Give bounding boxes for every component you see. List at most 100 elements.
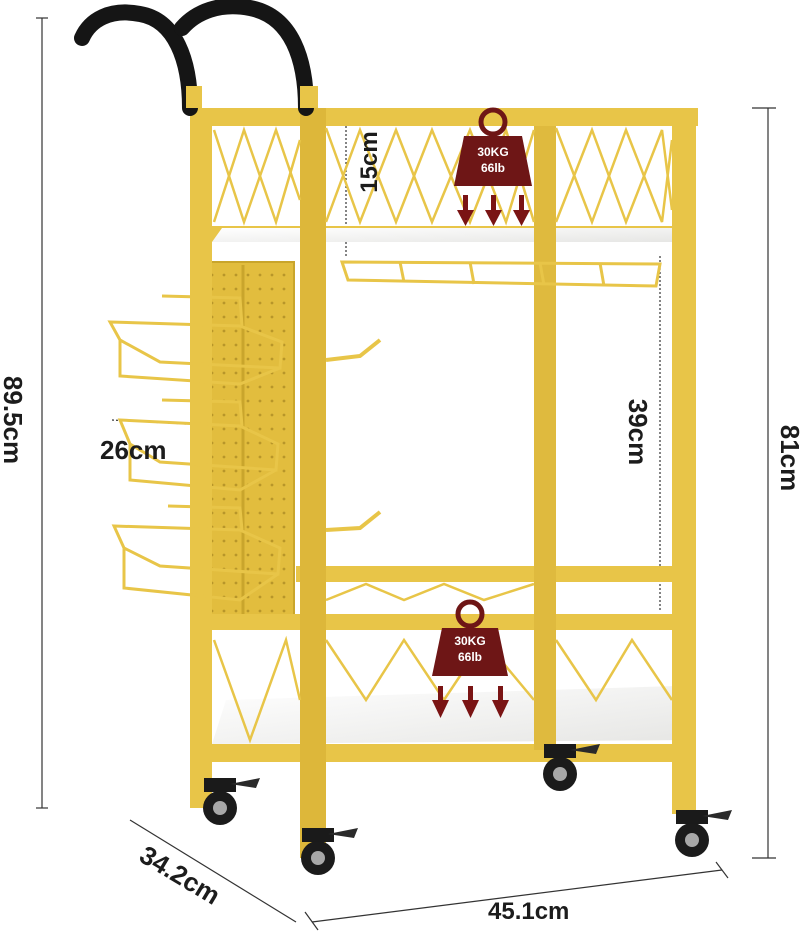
peg-hole — [234, 553, 238, 557]
peg-hole — [258, 455, 262, 459]
peg-hole — [270, 511, 274, 515]
rack-width-label: 26cm — [100, 435, 167, 465]
peg-hole — [246, 497, 250, 501]
peg-hole — [234, 357, 238, 361]
peg-hole — [258, 371, 262, 375]
peg-hole — [234, 581, 238, 585]
shelf-gap-label: 39cm — [623, 398, 653, 466]
peg-hole — [246, 581, 250, 585]
peg-hole — [234, 413, 238, 417]
peg-hole — [258, 511, 262, 515]
peg-hole — [258, 427, 262, 431]
peg-hole — [270, 287, 274, 291]
peg-hole — [222, 483, 226, 487]
peg-hole — [270, 483, 274, 487]
peg-hole — [282, 469, 286, 473]
peg-hole — [234, 329, 238, 333]
peg-hole — [282, 385, 286, 389]
peg-hole — [246, 567, 250, 571]
peg-hole — [282, 315, 286, 319]
peg-hole — [258, 399, 262, 403]
caster-wheels — [203, 744, 732, 875]
peg-hole — [282, 553, 286, 557]
peg-hole — [222, 525, 226, 529]
caster-wheel — [675, 810, 732, 857]
peg-hole — [222, 301, 226, 305]
peg-hole — [258, 441, 262, 445]
peg-hole — [222, 553, 226, 557]
peg-hole — [234, 301, 238, 305]
peg-hole — [282, 455, 286, 459]
peg-hole — [234, 539, 238, 543]
peg-hole — [234, 595, 238, 599]
peg-hole — [234, 315, 238, 319]
peg-hole — [222, 287, 226, 291]
down-arrows-icon — [432, 686, 509, 718]
peg-hole — [222, 273, 226, 277]
top-load-badge: 30KG 66lb — [454, 107, 532, 226]
peg-hole — [270, 385, 274, 389]
peg-hole — [222, 511, 226, 515]
peg-hole — [234, 497, 238, 501]
peg-hole — [222, 441, 226, 445]
peg-hole — [270, 609, 274, 613]
peg-hole — [246, 287, 250, 291]
peg-hole — [270, 427, 274, 431]
peg-hole — [222, 315, 226, 319]
peg-hole — [282, 329, 286, 333]
peg-hole — [246, 357, 250, 361]
peg-hole — [258, 385, 262, 389]
total-height-label: 89.5cm — [0, 375, 28, 465]
peg-hole — [234, 525, 238, 529]
peg-hole — [258, 287, 262, 291]
peg-hole — [282, 497, 286, 501]
peg-hole — [258, 273, 262, 277]
peg-hole — [234, 427, 238, 431]
top-load-lb: 66lb — [481, 161, 505, 175]
peg-hole — [270, 525, 274, 529]
peg-hole — [270, 301, 274, 305]
bottom-load-lb: 66lb — [458, 650, 482, 664]
peg-hole — [246, 301, 250, 305]
peg-hole — [222, 609, 226, 613]
peg-hole — [246, 469, 250, 473]
peg-hole — [258, 301, 262, 305]
peg-hole — [258, 329, 262, 333]
peg-hole — [222, 497, 226, 501]
peg-hole — [270, 553, 274, 557]
peg-hole — [246, 371, 250, 375]
peg-hole — [234, 287, 238, 291]
peg-hole — [246, 553, 250, 557]
peg-hole — [234, 511, 238, 515]
peg-hole — [282, 525, 286, 529]
peg-hole — [270, 581, 274, 585]
peg-hole — [234, 483, 238, 487]
peg-hole — [270, 273, 274, 277]
peg-hole — [282, 399, 286, 403]
peg-hole — [258, 343, 262, 347]
peg-hole — [246, 273, 250, 277]
peg-hole — [234, 441, 238, 445]
cart-frame — [74, 0, 698, 858]
caster-wheel — [203, 778, 260, 825]
peg-hole — [258, 497, 262, 501]
bottom-load-badge: 30KG 66lb — [432, 599, 509, 718]
peg-hole — [246, 399, 250, 403]
peg-hole — [258, 315, 262, 319]
peg-hole — [282, 511, 286, 515]
peg-hole — [282, 427, 286, 431]
peg-hole — [222, 385, 226, 389]
peg-hole — [246, 455, 250, 459]
peg-hole — [234, 469, 238, 473]
peg-hole — [258, 581, 262, 585]
peg-hole — [246, 525, 250, 529]
peg-hole — [270, 595, 274, 599]
dimension-lines — [36, 17, 776, 931]
peg-hole — [282, 441, 286, 445]
peg-hole — [234, 455, 238, 459]
peg-hole — [270, 567, 274, 571]
peg-hole — [234, 385, 238, 389]
peg-hole — [222, 469, 226, 473]
top-load-kg: 30KG — [477, 145, 508, 159]
